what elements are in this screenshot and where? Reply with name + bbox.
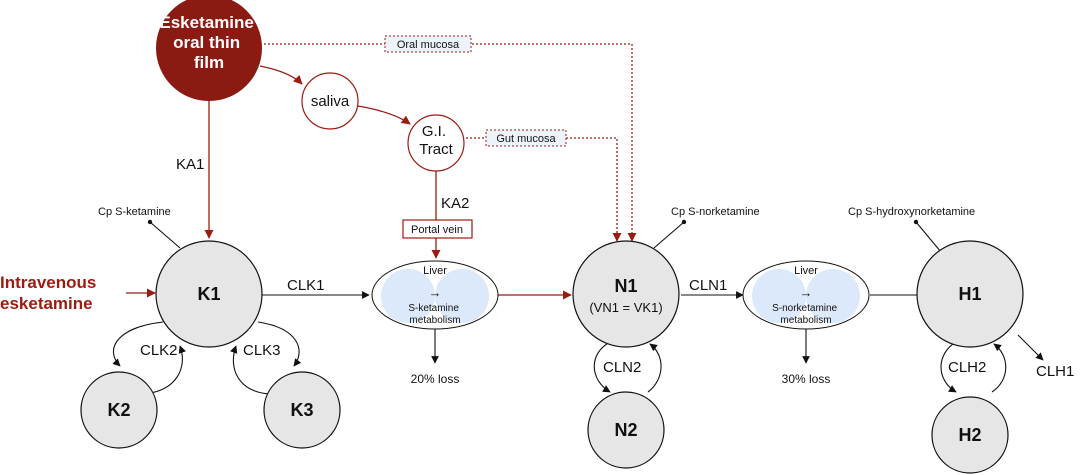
oral-mucosa-edge (264, 43, 637, 242)
h2-label: H2 (958, 425, 981, 445)
liver-2-metab: S-norketamine metabolism (772, 303, 840, 326)
gut-mucosa-box (485, 129, 567, 147)
portal-vein-label: Portal vein (411, 224, 463, 236)
film-to-saliva-edge (259, 65, 303, 85)
liver-2-lobe-right (806, 269, 860, 323)
clk3-edge-in (230, 345, 271, 395)
saliva-to-gi-edge (357, 105, 411, 125)
iv-line-2: esketamine (0, 294, 93, 313)
cln2-edge-in (647, 343, 662, 393)
n2-label: N2 (614, 420, 637, 440)
liver-1-title: Liver (423, 265, 447, 277)
cp-n-label: Cp S-norketamine (671, 206, 760, 218)
cln2-label: CLN2 (603, 359, 641, 376)
liver-2-metab-line-1: S-norketamine (772, 303, 837, 314)
clk3-edge-out (257, 321, 302, 367)
cp-k-label: Cp S-ketamine (98, 206, 171, 218)
iv-label: Intravenous esketamine (0, 273, 101, 313)
liver-2-title: Liver (794, 265, 818, 277)
ka1-label: KA1 (176, 156, 204, 173)
clk1-label: CLK1 (287, 277, 325, 294)
cln1-label: CLN1 (689, 277, 727, 294)
oral-film-line-3: film (194, 53, 224, 72)
liver-1-lobe-left (381, 269, 435, 323)
cp-n-pin (653, 219, 687, 249)
k3-node (263, 371, 341, 449)
ka2-label: KA2 (441, 195, 469, 212)
clh1-edge (1017, 334, 1044, 361)
gi-line-1: G.I. (422, 123, 446, 140)
k2-label: K2 (107, 400, 130, 420)
k1-label: K1 (197, 284, 220, 304)
h1-node (916, 240, 1024, 348)
gi-tract-label: G.I. Tract (419, 123, 453, 158)
loss-1-label: 20% loss (411, 372, 460, 386)
gi-tract-node (407, 114, 465, 172)
liver-1: Liver → S-ketamine metabolism (371, 260, 499, 330)
liver-1-metab-line-1: S-ketamine (408, 303, 459, 314)
iv-line-1: Intravenous (0, 273, 96, 292)
portal-vein-box (402, 219, 473, 239)
loss-2-label: 30% loss (782, 372, 831, 386)
clk2-edge-out (112, 321, 164, 367)
n1-label: N1 (614, 276, 637, 296)
liver-2-arrow: → (800, 285, 813, 300)
compartments (80, 240, 1024, 474)
k3-label: K3 (290, 400, 313, 420)
gut-mucosa-edge (466, 137, 622, 242)
saliva-label: saliva (311, 93, 350, 110)
oral-film-line-1: Esketamine (159, 13, 254, 32)
clk2-label: CLK2 (140, 342, 178, 359)
liver-2-lobe-left (752, 269, 806, 323)
clh2-label: CLH2 (948, 359, 986, 376)
clh2-edge-in (991, 343, 1007, 393)
liver-2: Liver → S-norketamine metabolism (742, 260, 870, 330)
n2-node (587, 391, 665, 469)
h1-label: H1 (958, 284, 981, 304)
clk3-label: CLK3 (243, 342, 281, 359)
gut-mucosa-label: Gut mucosa (496, 133, 556, 145)
liver-1-metab: S-ketamine metabolism (408, 303, 461, 326)
n1-node (572, 240, 680, 348)
k1-node (155, 240, 263, 348)
oral-film-line-2: oral thin (173, 33, 240, 52)
h2-node (931, 396, 1009, 474)
gi-line-2: Tract (419, 141, 453, 158)
liver-1-arrow: → (429, 285, 442, 300)
oral-film-node (156, 0, 262, 101)
clh1-label: CLH1 (1036, 363, 1074, 380)
oral-film-label: Esketamine oral thin film (159, 13, 258, 72)
cln2-edge-out (593, 341, 611, 393)
cp-h-label: Cp S-hydroxynorketamine (848, 206, 975, 218)
oral-mucosa-box (384, 35, 472, 53)
liver-2-metab-line-2: metabolism (780, 315, 831, 326)
liver-1-lobe-right (435, 269, 489, 323)
clh2-edge-out (940, 341, 957, 393)
liver-1-metab-line-2: metabolism (409, 315, 460, 326)
saliva-node (301, 72, 359, 130)
n1-sub-label: (VN1 = VK1) (589, 300, 662, 315)
oral-mucosa-label: Oral mucosa (397, 39, 460, 51)
k2-node (80, 371, 158, 449)
cp-k-pin (147, 219, 181, 249)
oral-routes (126, 43, 637, 300)
